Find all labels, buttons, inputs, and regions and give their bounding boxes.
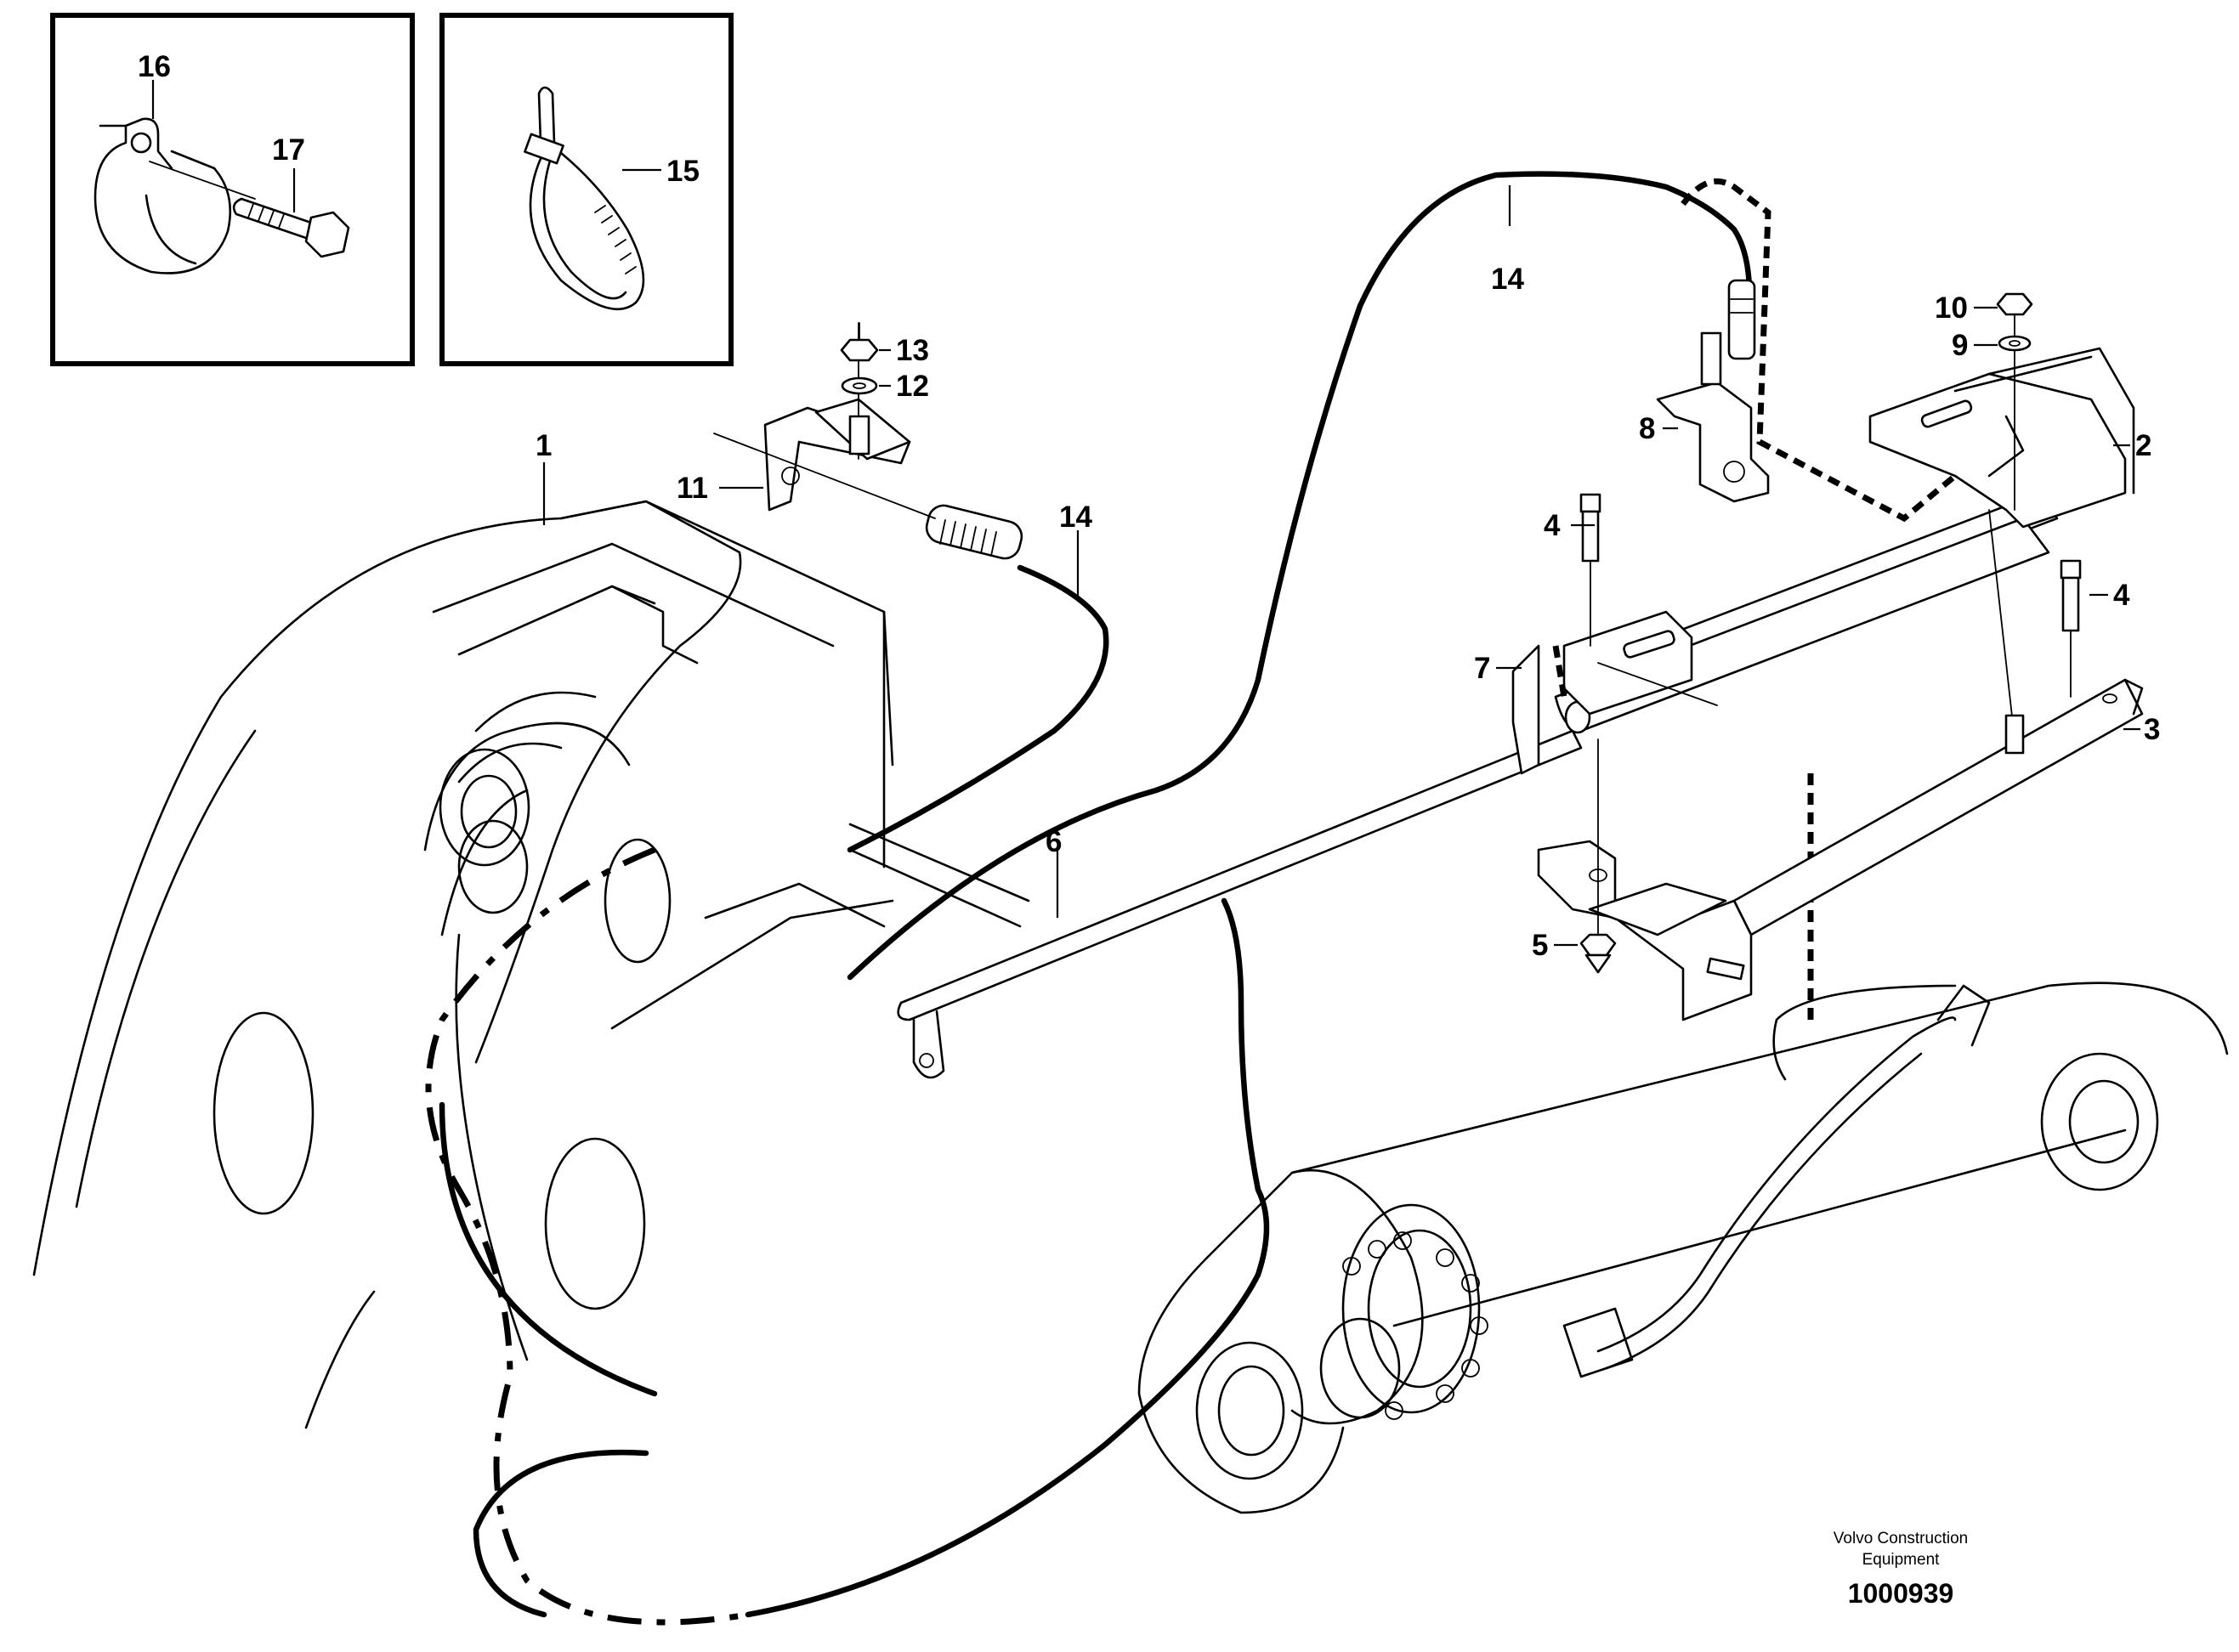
callout-11: 11 xyxy=(677,472,708,505)
bracket-2 xyxy=(1868,305,2135,740)
flange-nut-icon xyxy=(1996,292,2033,316)
callout-2: 2 xyxy=(2135,429,2151,462)
callout-5: 5 xyxy=(1532,929,1548,962)
lift-cylinder xyxy=(1137,982,2229,1514)
rod-6 xyxy=(897,729,1583,1079)
callout-8: 8 xyxy=(1639,412,1655,445)
brand-line-2: Equipment xyxy=(1862,1551,1941,1569)
callout-4-right: 4 xyxy=(2113,579,2130,612)
callout-15: 15 xyxy=(666,155,700,188)
document-number: 1000939 xyxy=(1848,1578,1954,1609)
rail-assembly xyxy=(1554,491,2059,734)
inset-clamp xyxy=(50,13,415,366)
bolt-icon xyxy=(1579,493,1601,647)
callout-9: 9 xyxy=(1952,329,1968,362)
brand-line-1: Volvo Construction xyxy=(1834,1530,1968,1547)
callout-4-upper: 4 xyxy=(1544,509,1561,542)
callout-10: 10 xyxy=(1935,291,1968,325)
bolt-icon xyxy=(232,197,350,258)
flange-nut-icon xyxy=(1579,933,1617,974)
stud-bolt xyxy=(848,415,870,455)
stud-bolt xyxy=(2004,714,2025,755)
cable-14-short xyxy=(847,504,1109,853)
bracket-lower xyxy=(1537,738,1753,1021)
callout-14-upper: 14 xyxy=(1491,263,1524,296)
bracket-7 xyxy=(1511,644,1540,775)
callout-labels: 16 17 15 1 2 3 4 4 5 6 7 8 9 10 11 12 13… xyxy=(138,50,2160,962)
callout-16: 16 xyxy=(138,50,171,83)
bracket-8 xyxy=(1656,279,1770,503)
boom-structure xyxy=(32,500,1030,1429)
callout-3: 3 xyxy=(2144,713,2160,746)
flange-nut-icon xyxy=(840,322,879,362)
callout-7: 7 xyxy=(1474,652,1490,685)
cable-tie-icon xyxy=(524,86,645,310)
washer-icon xyxy=(841,376,878,395)
callout-14-left: 14 xyxy=(1059,501,1092,534)
cylinder-flange-bolts xyxy=(1342,1231,1488,1420)
rail-3 xyxy=(1732,678,2144,936)
callout-17: 17 xyxy=(272,133,305,167)
callout-1: 1 xyxy=(536,429,552,462)
footer: Volvo Construction Equipment 1000939 xyxy=(1834,1530,1968,1609)
callout-13: 13 xyxy=(896,334,929,367)
cable-14-loop xyxy=(425,171,1753,1626)
bolt-icon xyxy=(2060,559,2082,698)
callout-6: 6 xyxy=(1046,825,1062,858)
callout-12: 12 xyxy=(896,370,929,403)
hose-clamp-icon xyxy=(94,117,256,274)
washer-icon xyxy=(1998,335,2032,352)
inset-cable-tie xyxy=(439,13,734,366)
leader-lines xyxy=(151,80,2140,947)
